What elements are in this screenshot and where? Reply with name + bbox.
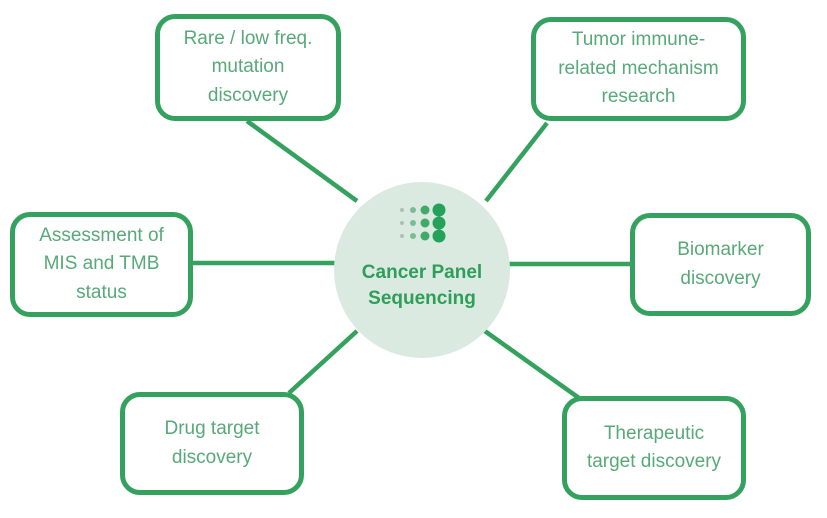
connector-rare-low-freq [245,119,359,203]
node-tumor-immune-related-mechanism-research: Tumor immune-related mechanism research [531,17,746,121]
dot-grid-icon [400,203,446,243]
node-label: Tumor immune-related mechanism research [558,29,719,108]
center-node-label: Cancer Panel Sequencing [361,262,483,309]
connector-drug-target [287,329,359,395]
connector-therapeutic [480,327,581,400]
node-therapeutic-target-discovery: Therapeutic target discovery [562,396,746,500]
node-rare-low-freq-mutation-discovery: Rare / low freq. mutation discovery [155,14,341,121]
node-label: Biomarker discovery [677,239,764,289]
node-label: Therapeutic target discovery [586,422,722,473]
node-assessment-of-mis-and-tmb-status: Assessment of MIS and TMB status [10,212,193,317]
center-node: Cancer Panel Sequencing [334,182,510,358]
node-drug-target-discovery: Drug target discovery [120,392,304,495]
node-biomarker-discovery: Biomarker discovery [630,213,811,316]
node-label: Rare / low freq. mutation discovery [183,27,313,106]
node-label: Assessment of MIS and TMB status [39,224,164,303]
connector-tumor-immune [484,121,549,203]
node-label: Drug target discovery [164,418,260,468]
